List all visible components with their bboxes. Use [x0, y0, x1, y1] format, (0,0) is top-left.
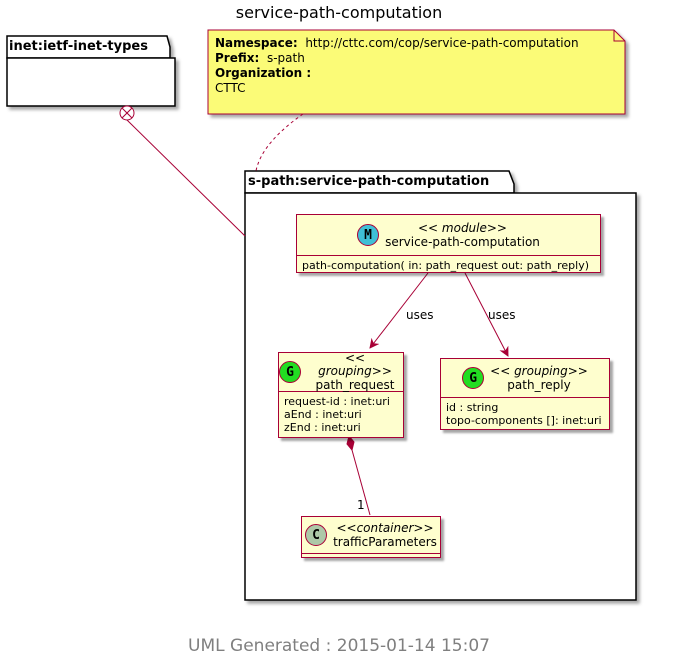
class-path-request[interactable]: G << grouping>> path_request request-id …: [278, 352, 404, 438]
composition-link: [346, 434, 371, 516]
traffic-stereotype: <<container>>: [336, 520, 434, 535]
module-stereotype: << module>>: [417, 220, 507, 235]
organization-label: Organization :: [215, 66, 312, 80]
grouping-badge-icon: G: [279, 361, 301, 383]
uses-label-left: uses: [406, 308, 434, 322]
path-request-name: path_request: [315, 378, 395, 392]
multiplicity-label: 1: [357, 498, 365, 512]
organization-value: CTTC: [215, 81, 246, 95]
grouping-badge-icon: G: [462, 367, 485, 389]
note-shape: [207, 29, 626, 115]
package-inet-ietf-inet-types[interactable]: [6, 35, 176, 107]
path-request-member: aEnd : inet:uri: [284, 408, 362, 421]
path-reply-name: path_reply: [507, 377, 571, 392]
traffic-name: trafficParameters: [333, 534, 437, 549]
module-name: service-path-computation: [385, 234, 540, 249]
generated-footer: UML Generated : 2015-01-14 15:07: [188, 636, 490, 656]
namespace-label: Namespace:: [215, 36, 298, 50]
diagram-title: service-path-computation: [235, 3, 443, 22]
prefix-value: s-path: [266, 51, 305, 65]
class-module[interactable]: M << module>> service-path-computation p…: [296, 214, 601, 273]
module-member: path-computation( in: path_request out: …: [302, 259, 589, 272]
path-request-member: request-id : inet:uri: [284, 395, 390, 408]
container-badge-icon: C: [305, 524, 328, 546]
class-traffic-parameters[interactable]: C <<container>> trafficParameters: [301, 516, 441, 558]
uses-arrow-left: [369, 272, 429, 349]
path-request-member: zEnd : inet:uri: [284, 421, 361, 434]
uses-arrow-right: [464, 272, 509, 357]
module-badge-icon: M: [357, 224, 380, 246]
note-link: [255, 113, 304, 172]
path-reply-member: id : string: [446, 401, 499, 414]
namespace-value: http://cttc.com/cop/service-path-computa…: [305, 36, 579, 50]
path-reply-member: topo-components []: inet:uri: [446, 414, 602, 427]
uses-label-right: uses: [488, 308, 516, 322]
path-request-stereotype: << grouping>>: [318, 351, 392, 378]
module-info-note: Namespace: http://cttc.com/cop/service-p…: [215, 36, 579, 96]
package-label-imported: inet:ietf-inet-types: [9, 39, 148, 54]
package-label-main: s-path:service-path-computation: [248, 174, 490, 189]
prefix-label: Prefix:: [215, 51, 260, 65]
class-path-reply[interactable]: G << grouping>> path_reply id : string t…: [440, 358, 610, 430]
import-link: [119, 105, 246, 237]
path-reply-stereotype: << grouping>>: [490, 363, 588, 378]
